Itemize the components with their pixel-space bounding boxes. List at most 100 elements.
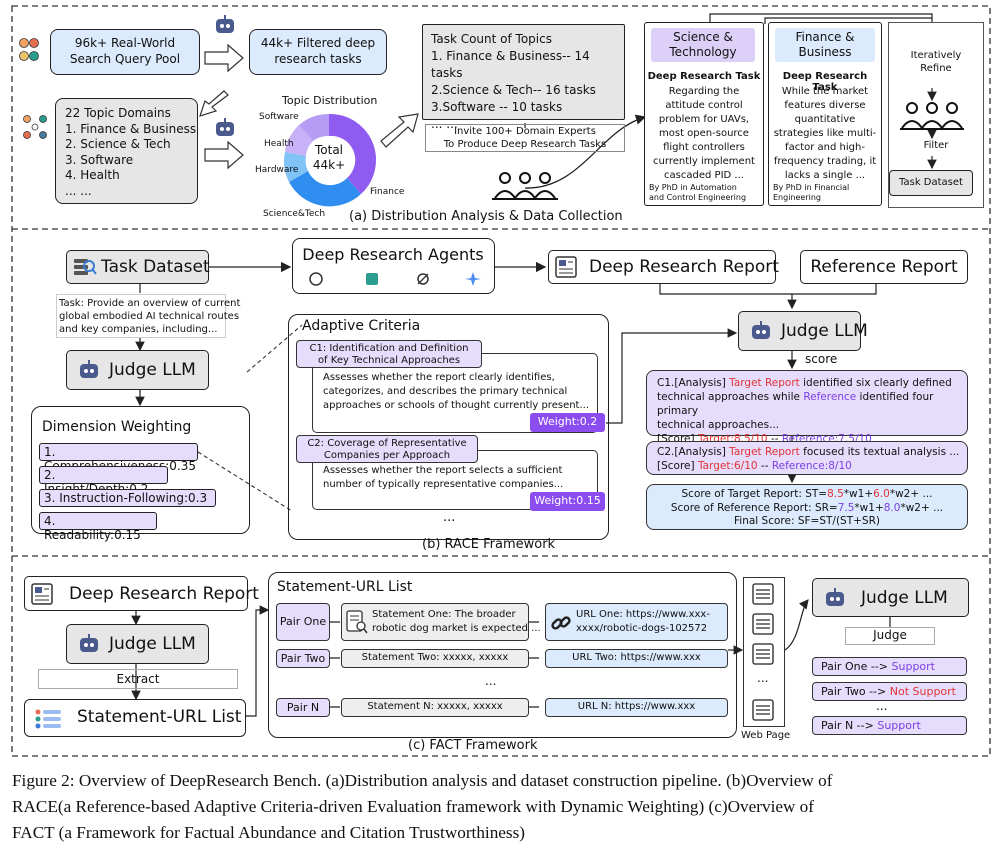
c2-body-text: Assesses whether the report selects a su… bbox=[323, 465, 564, 490]
label-science-tech: Science&Tech bbox=[263, 209, 326, 219]
topic-domain-line: ... ... bbox=[65, 183, 92, 198]
result-pair-two-verdict: Not Support bbox=[889, 685, 956, 698]
deep-report-b-box: Deep Research Report bbox=[548, 250, 779, 284]
dataset-search-icon bbox=[73, 256, 97, 278]
analysis1-target: Target Report bbox=[729, 377, 800, 389]
deep-report-c-box: Deep Research Report bbox=[24, 576, 259, 611]
list-icon bbox=[35, 709, 63, 729]
hardware-slice bbox=[284, 152, 308, 182]
robot-icon bbox=[823, 587, 847, 609]
task-dataset-box: Task Dataset bbox=[889, 170, 973, 196]
analysis2-target-score: Target:6/10 bbox=[697, 460, 758, 472]
science-card-title: Deep Research Task bbox=[647, 71, 761, 82]
document-search-icon bbox=[346, 610, 368, 634]
label-finance: Finance bbox=[370, 187, 405, 197]
section-c-caption: (c) FACT Framework bbox=[408, 738, 538, 753]
label-health: Health bbox=[264, 139, 294, 149]
perplexity-icon bbox=[366, 273, 378, 285]
arrow-filtered-to-domains bbox=[199, 90, 229, 117]
arrow-domains-to-distribution bbox=[204, 140, 244, 170]
section-a-caption: (a) Distribution Analysis & Data Collect… bbox=[349, 209, 623, 224]
statement-two-box: Statement Two: xxxxx, xxxxx bbox=[341, 649, 529, 668]
figure-caption: Figure 2: Overview of DeepResearch Bench… bbox=[12, 768, 832, 846]
judge-llm-c2-box: Judge LLM bbox=[812, 578, 969, 617]
refine-column bbox=[888, 22, 984, 208]
statement-url-panel: Statement-URL List bbox=[268, 572, 737, 738]
dimension-comprehensiveness: 1. Comprehensiveness:0.35 bbox=[39, 443, 198, 473]
science-card-header: Science & Technology bbox=[651, 28, 755, 62]
health-slice bbox=[285, 125, 313, 156]
topic-domains-box: 22 Topic Domains 1. Finance & Business 2… bbox=[55, 98, 198, 204]
topic-domain-line: 1. Finance & Business bbox=[65, 121, 197, 136]
c2-weight-badge: Weight:0.15 bbox=[530, 492, 605, 511]
analysis2-rest: focused its textual analysis ... bbox=[799, 446, 960, 458]
section-b-caption: (b) RACE Framework bbox=[422, 537, 556, 552]
analysis1-l3: technical approaches... bbox=[657, 419, 780, 431]
final-st-v2: 6.0 bbox=[873, 488, 890, 500]
analysis1-sep: -- bbox=[767, 433, 782, 445]
dimension-instruction-following: 3. Instruction-Following:0.3 bbox=[39, 489, 216, 507]
finance-slice bbox=[329, 113, 377, 194]
statement-url-panel-title: Statement-URL List bbox=[277, 579, 413, 595]
analysis2-ref-score: Reference:8/10 bbox=[771, 460, 852, 472]
deep-report-b-label: Deep Research Report bbox=[589, 257, 779, 277]
analysis1-reference: Reference bbox=[803, 391, 857, 403]
finance-card-body: While the market features diverse quanti… bbox=[773, 86, 877, 181]
robot-icon bbox=[77, 633, 101, 655]
final-st-w2: *w2+ ... bbox=[889, 488, 933, 500]
robot-icon bbox=[213, 14, 237, 36]
result-pair-two-label: Pair Two --> bbox=[821, 685, 890, 698]
result-pair-n-label: Pair N --> bbox=[821, 719, 878, 732]
statement-one-box: Statement One: The broader robotic dog m… bbox=[341, 603, 541, 641]
result-pair-one-verdict: Support bbox=[891, 660, 935, 673]
analysis1-rest: identified six clearly defined bbox=[799, 377, 952, 389]
task-count-box: Task Count of Topics 1. Finance & Busine… bbox=[422, 24, 625, 131]
caption-line-2: RACE(a Reference-based Adaptive Criteria… bbox=[12, 797, 815, 816]
judge-llm-b2-box: Judge LLM bbox=[738, 311, 868, 351]
final-sr-v1: 7.5 bbox=[837, 501, 855, 514]
result-pair-two: Pair Two --> Not Support bbox=[812, 682, 967, 701]
dimension-readability: 4. Readability:0.15 bbox=[39, 512, 157, 542]
final-sr-w2: *w2+ ... bbox=[900, 501, 944, 514]
people-icon bbox=[18, 36, 40, 66]
url-one-box: URL One: https://www.xxx- xxxx/robotic-d… bbox=[545, 603, 728, 641]
dimension-weighting-box: Dimension Weighting bbox=[31, 406, 250, 534]
label-hardware: Hardware bbox=[255, 165, 299, 175]
web-page-ellipsis: ... bbox=[757, 671, 769, 685]
science-task-card: Science & Technology Deep Research Task … bbox=[644, 22, 764, 206]
result-pair-one: Pair One --> Support bbox=[812, 657, 967, 676]
label-software: Software bbox=[259, 112, 299, 122]
robot-icon bbox=[77, 359, 101, 381]
extract-label: Extract bbox=[38, 669, 238, 689]
deep-research-agents-box: Deep Research Agents bbox=[292, 238, 495, 294]
pair-two-label: Pair Two bbox=[276, 649, 330, 668]
report-icon bbox=[31, 583, 55, 605]
task-count-line: 1. Finance & Business-- 14 tasks bbox=[431, 49, 590, 80]
score-label: score bbox=[805, 352, 838, 366]
final-st-v1: 8.5 bbox=[827, 488, 844, 500]
robot-icon bbox=[749, 320, 773, 342]
c2-title-box: C2: Coverage of Representative Companies… bbox=[296, 435, 478, 463]
analysis1-l2a: technical approaches while bbox=[657, 391, 804, 403]
url-two-box: URL Two: https://www.xxx bbox=[545, 649, 728, 668]
result-pair-one-label: Pair One --> bbox=[821, 660, 892, 673]
judge-llm-b-box: Judge LLM bbox=[66, 350, 209, 390]
final-score-box: Score of Target Report: ST=8.5*w1+6.0*w2… bbox=[646, 484, 968, 530]
topic-domain-line: 4. Health bbox=[65, 168, 120, 182]
task-count-line: 2.Science & Tech-- 16 tasks bbox=[431, 83, 596, 97]
final-sr-w1: *w1+ bbox=[854, 501, 884, 514]
pairs-ellipsis: ... bbox=[485, 674, 497, 688]
donut-center-label: Total 44k+ bbox=[312, 143, 346, 172]
reviewer-group-icon bbox=[898, 100, 966, 130]
expert-group-icon bbox=[490, 170, 560, 200]
arrow-distribution-to-taskcount bbox=[380, 113, 419, 148]
agent-logos bbox=[303, 271, 483, 287]
topic-tree-icon bbox=[22, 114, 48, 140]
analysis-c1-box: C1.[Analysis] Target Report identified s… bbox=[646, 370, 968, 445]
finance-card-author: By PhD in Financial Engineering bbox=[773, 183, 850, 202]
c1-title-box: C1: Identification and Definition of Key… bbox=[296, 340, 482, 368]
task-count-line: 3.Software -- 10 tasks bbox=[431, 100, 563, 114]
adaptive-criteria-box: Adaptive Criteria bbox=[288, 314, 609, 540]
criteria-ellipsis: ... bbox=[443, 510, 456, 525]
final-st-label: Score of Target Report: ST= bbox=[681, 488, 828, 500]
